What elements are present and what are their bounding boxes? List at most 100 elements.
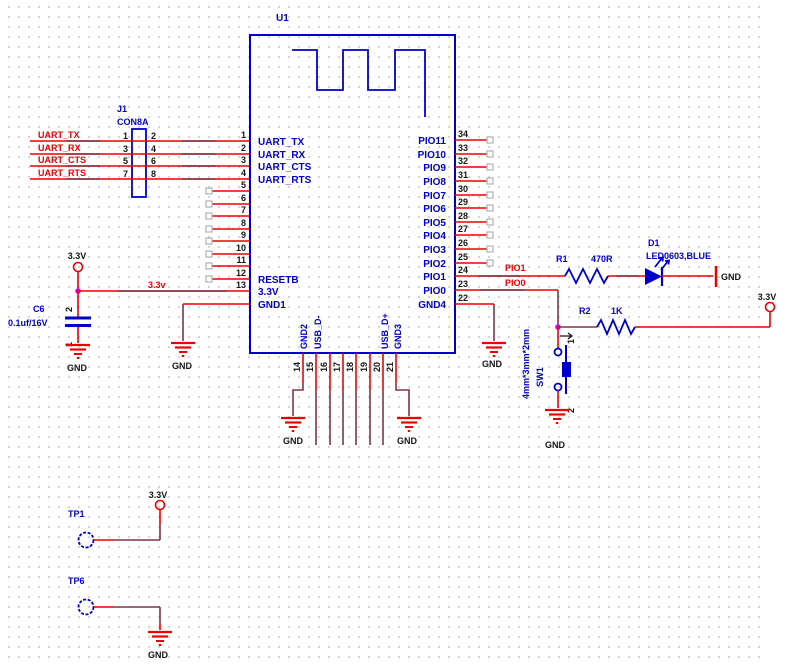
tp6-ref[interactable]: TP6 <box>68 576 85 586</box>
svg-text:10: 10 <box>236 243 246 253</box>
net-label-pio0[interactable]: PIO0 <box>505 278 526 288</box>
sw1-ref[interactable]: SW1 <box>535 367 545 387</box>
arrow-icon <box>560 332 573 340</box>
c6-pin2: 2 <box>64 307 74 312</box>
ic-u1[interactable]: U1 1 2 3 4 5 6 7 8 9 10 11 12 13 UART_ <box>205 13 494 446</box>
rail-3v3-c6[interactable]: 3.3V 3.3v C6 0.1uf/16V 2 1 GND <box>8 251 250 373</box>
net-label-pio1[interactable]: PIO1 <box>505 263 526 273</box>
testpoint-tp6[interactable]: TP6 GND <box>68 576 174 660</box>
d1-ref[interactable]: D1 <box>648 238 660 248</box>
nc-square <box>486 136 494 144</box>
d1-arrow <box>654 256 665 268</box>
power-port-3v3[interactable] <box>72 261 84 273</box>
svg-text:18: 18 <box>345 362 355 372</box>
svg-text:PIO6: PIO6 <box>423 204 446 215</box>
svg-text:29: 29 <box>458 197 468 207</box>
sw1-button[interactable] <box>562 362 571 377</box>
u1-ref[interactable]: U1 <box>276 13 289 24</box>
u1-right-pin-names: PIO11 PIO10 PIO9 PIO8 PIO7 PIO6 PIO5 PIO… <box>418 136 447 311</box>
u1-left-pin-names: UART_TX UART_RX UART_CTS UART_RTS RESETB… <box>258 137 312 311</box>
testpoint-tp1[interactable]: TP1 3.3V <box>68 490 168 549</box>
svg-text:GND4: GND4 <box>418 300 446 311</box>
svg-text:GND: GND <box>67 363 88 373</box>
svg-text:13: 13 <box>236 280 246 290</box>
tp6-pad[interactable] <box>77 598 95 616</box>
pio1-led-branch[interactable]: PIO1 R1 470R D1 LED0603,BLUE GND <box>455 238 742 287</box>
j1-pin-num: 8 <box>151 169 156 179</box>
tp1-ref[interactable]: TP1 <box>68 509 85 519</box>
sw1-contact[interactable] <box>553 347 563 357</box>
r1-symbol[interactable] <box>564 266 609 286</box>
resistor-r2[interactable]: R2 1K 3.3V <box>558 292 777 337</box>
gnd-bar-led[interactable]: GND <box>714 266 742 287</box>
nc-square <box>205 225 213 233</box>
r2-value[interactable]: 1K <box>611 306 623 316</box>
net-label-uart-tx[interactable]: UART_TX <box>38 130 80 140</box>
gnd1-wire[interactable]: GND <box>169 303 250 371</box>
r2-ref[interactable]: R2 <box>579 306 591 316</box>
u1-bottom-pins: 14 15 16 17 18 19 20 21 GND2 USB_D- USB_… <box>292 313 403 445</box>
d1-value[interactable]: LED0603,BLUE <box>646 251 711 261</box>
gnd-drop-pin21[interactable]: GND <box>395 383 423 446</box>
svg-text:33: 33 <box>458 143 468 153</box>
svg-text:24: 24 <box>458 265 468 275</box>
nc-square <box>486 163 494 171</box>
power-3v3-label[interactable]: 3.3V <box>68 251 87 261</box>
u1-right-nc-pins <box>455 136 494 267</box>
net-label-3v3[interactable]: 3.3v <box>148 280 166 290</box>
svg-text:15: 15 <box>305 362 315 372</box>
sw1-contact[interactable] <box>553 382 563 392</box>
pio0-branch[interactable]: PIO0 R2 1K 3.3V 1 2 <box>455 278 776 450</box>
capacitor-c6[interactable]: C6 0.1uf/16V 2 1 GND <box>8 291 92 373</box>
svg-text:4: 4 <box>241 168 246 178</box>
svg-text:21: 21 <box>385 362 395 372</box>
c6-ref[interactable]: C6 <box>33 304 45 314</box>
j1-body[interactable] <box>131 128 147 198</box>
svg-text:UART_RX: UART_RX <box>258 150 306 161</box>
u1-left-nc-pins <box>205 187 250 283</box>
gnd4-wire[interactable]: GND <box>455 303 508 369</box>
svg-text:PIO3: PIO3 <box>423 245 446 256</box>
sw1-value[interactable]: 4mm*3mm*2mm <box>521 329 531 399</box>
power-3v3-label[interactable]: 3.3V <box>758 292 777 302</box>
svg-text:34: 34 <box>458 129 468 139</box>
j1-part[interactable]: CON8A <box>117 117 149 127</box>
led-d1[interactable]: D1 LED0603,BLUE <box>645 238 711 286</box>
gnd-drop-pin14[interactable]: GND <box>279 383 307 446</box>
gnd-symbol <box>395 416 423 433</box>
svg-text:11: 11 <box>236 255 246 265</box>
svg-text:RESETB: RESETB <box>258 275 299 286</box>
nc-square <box>486 245 494 253</box>
gnd-symbol <box>146 630 174 647</box>
u1-body[interactable] <box>249 34 456 354</box>
svg-text:PIO11: PIO11 <box>418 136 446 147</box>
svg-text:16: 16 <box>319 362 329 372</box>
svg-text:17: 17 <box>332 362 342 372</box>
switch-sw1[interactable]: 1 2 SW1 4mm*3mm*2mm GND <box>521 327 576 450</box>
connector-j1[interactable]: J1 CON8A 1 3 5 7 2 4 6 8 <box>117 104 156 198</box>
j1-ref[interactable]: J1 <box>117 104 127 114</box>
net-label-uart-cts[interactable]: UART_CTS <box>38 155 86 165</box>
resistor-r1[interactable]: R1 470R <box>556 254 613 286</box>
tp1-pad[interactable] <box>77 531 95 549</box>
uart-wires[interactable]: UART_TX UART_RX UART_CTS UART_RTS <box>30 130 250 180</box>
r2-symbol[interactable] <box>596 317 636 337</box>
r1-value[interactable]: 470R <box>591 254 613 264</box>
svg-text:GND: GND <box>482 359 503 369</box>
antenna-icon <box>292 49 426 117</box>
svg-text:14: 14 <box>292 362 302 372</box>
svg-text:9: 9 <box>241 230 246 240</box>
c6-value[interactable]: 0.1uf/16V <box>8 318 48 328</box>
net-label-uart-rts[interactable]: UART_RTS <box>38 168 86 178</box>
d1-triangle[interactable] <box>645 268 662 285</box>
j1-pin-num: 5 <box>123 156 128 166</box>
wire-shade-segments <box>66 140 216 180</box>
r1-ref[interactable]: R1 <box>556 254 568 264</box>
net-label-uart-rx[interactable]: UART_RX <box>38 143 81 153</box>
nc-square <box>486 259 494 267</box>
svg-text:GND: GND <box>148 650 169 660</box>
power-3v3-label[interactable]: 3.3V <box>149 490 168 500</box>
power-port-3v3[interactable] <box>154 499 166 511</box>
power-port-3v3[interactable] <box>764 301 776 313</box>
